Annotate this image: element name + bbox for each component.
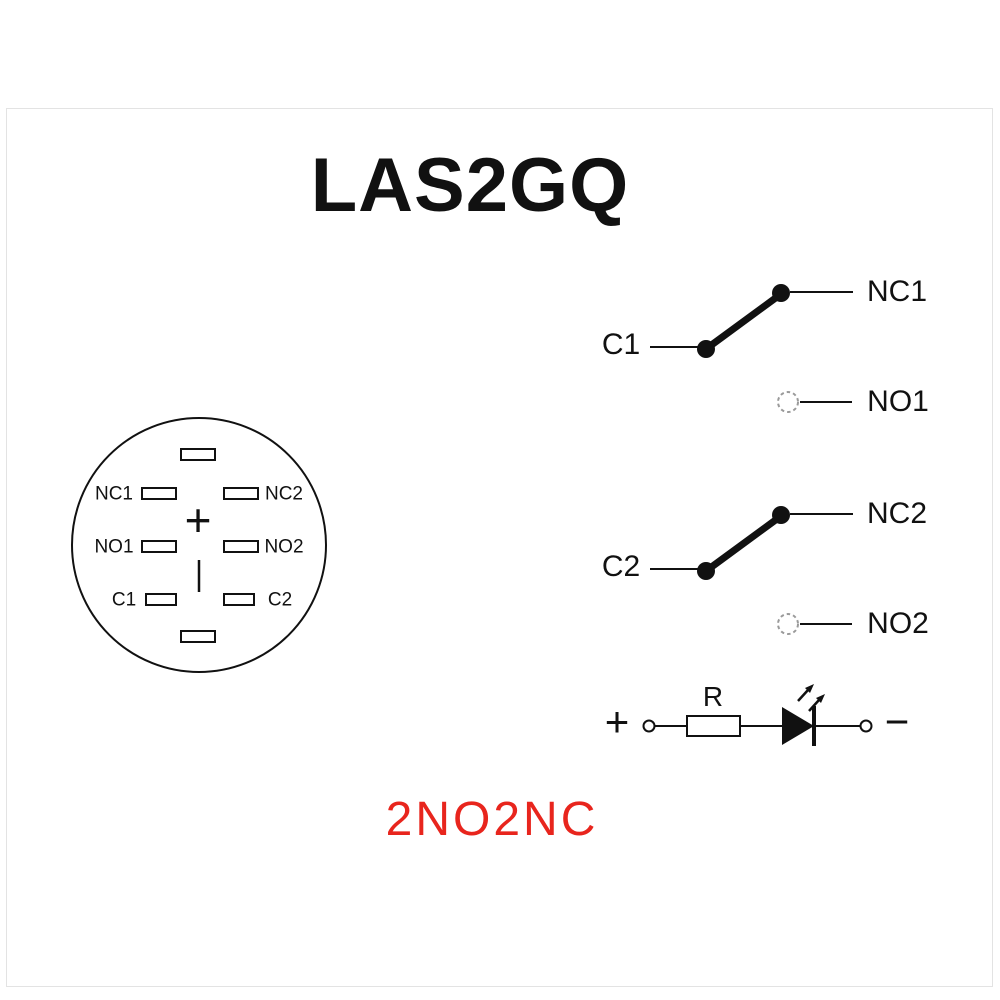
pin-no2 — [223, 540, 259, 553]
resistor-label: R — [702, 681, 724, 712]
connector-label-c2: C2 — [267, 589, 293, 611]
connector-pins — [141, 448, 259, 643]
pin-c2 — [223, 593, 255, 606]
switch1-nc-label: NC1 — [866, 275, 928, 308]
switch2-no-contact — [777, 613, 799, 635]
switch2-nc-label: NC2 — [866, 497, 928, 530]
led-circuit-schematic — [642, 684, 873, 746]
resistor-symbol — [686, 715, 741, 737]
connector-label-nc2: NC2 — [264, 483, 304, 505]
switch1-no-contact — [777, 391, 799, 413]
model-title: LAS2GQ — [310, 143, 630, 228]
led-plus-label: + — [604, 698, 630, 745]
led-plus-terminal — [642, 719, 656, 733]
connector-label-c1: C1 — [111, 589, 137, 611]
switch2-no-label: NO2 — [867, 607, 929, 640]
led-minus-label: − — [884, 698, 910, 745]
pin-c1 — [145, 593, 177, 606]
connector-label-no1: NO1 — [94, 536, 134, 558]
switch1-blade — [702, 290, 785, 353]
pin-led-bottom — [180, 630, 216, 643]
connector-label-nc1: NC1 — [94, 483, 134, 505]
switch2-common-label: C2 — [601, 550, 641, 583]
switch2-schematic — [650, 506, 853, 635]
switch2-nc-contact — [772, 506, 790, 524]
switch1-schematic — [650, 284, 853, 413]
pin-led-top — [180, 448, 216, 461]
switch1-common-contact — [697, 340, 715, 358]
connector-label-no2: NO2 — [264, 536, 304, 558]
switch2-common-contact — [697, 562, 715, 580]
led-diode-symbol — [782, 707, 814, 745]
connector-outline — [71, 417, 327, 673]
switch2-blade — [702, 512, 785, 575]
configuration-code: 2NO2NC — [385, 793, 599, 846]
pin-no1 — [141, 540, 177, 553]
switch1-nc-contact — [772, 284, 790, 302]
pin-nc1 — [141, 487, 177, 500]
led-plus-mark: + — [184, 494, 212, 546]
switch1-common-label: C1 — [601, 328, 641, 361]
led-minus-terminal — [859, 719, 873, 733]
led-emission-arrows — [797, 684, 825, 712]
switch1-no-label: NO1 — [867, 385, 929, 418]
pin-nc2 — [223, 487, 259, 500]
